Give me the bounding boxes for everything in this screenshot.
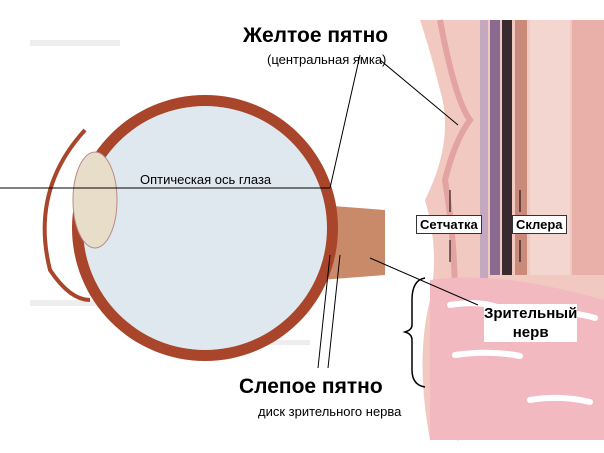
sclera-label: Склера (512, 215, 567, 234)
vitreous-body (83, 106, 327, 350)
optic-nerve-line2: нерв (512, 324, 549, 341)
blind-spot-title: Слепое пятно (239, 375, 383, 398)
pointer-lines (0, 54, 521, 388)
optical-axis-label: Оптическая ось глаза (140, 172, 272, 187)
lens (72, 151, 118, 249)
retina-label: Сетчатка (416, 215, 482, 234)
blind-spot-subtitle: диск зрительного нерва (258, 404, 402, 419)
macula-title: Желтое пятно (243, 24, 389, 47)
macula-subtitle: (центральная ямка) (267, 52, 387, 67)
optic-nerve-line1: Зрительный (484, 305, 578, 322)
cornea (42, 128, 91, 302)
optic-nerve-label: Зрительный нерв (484, 304, 578, 342)
